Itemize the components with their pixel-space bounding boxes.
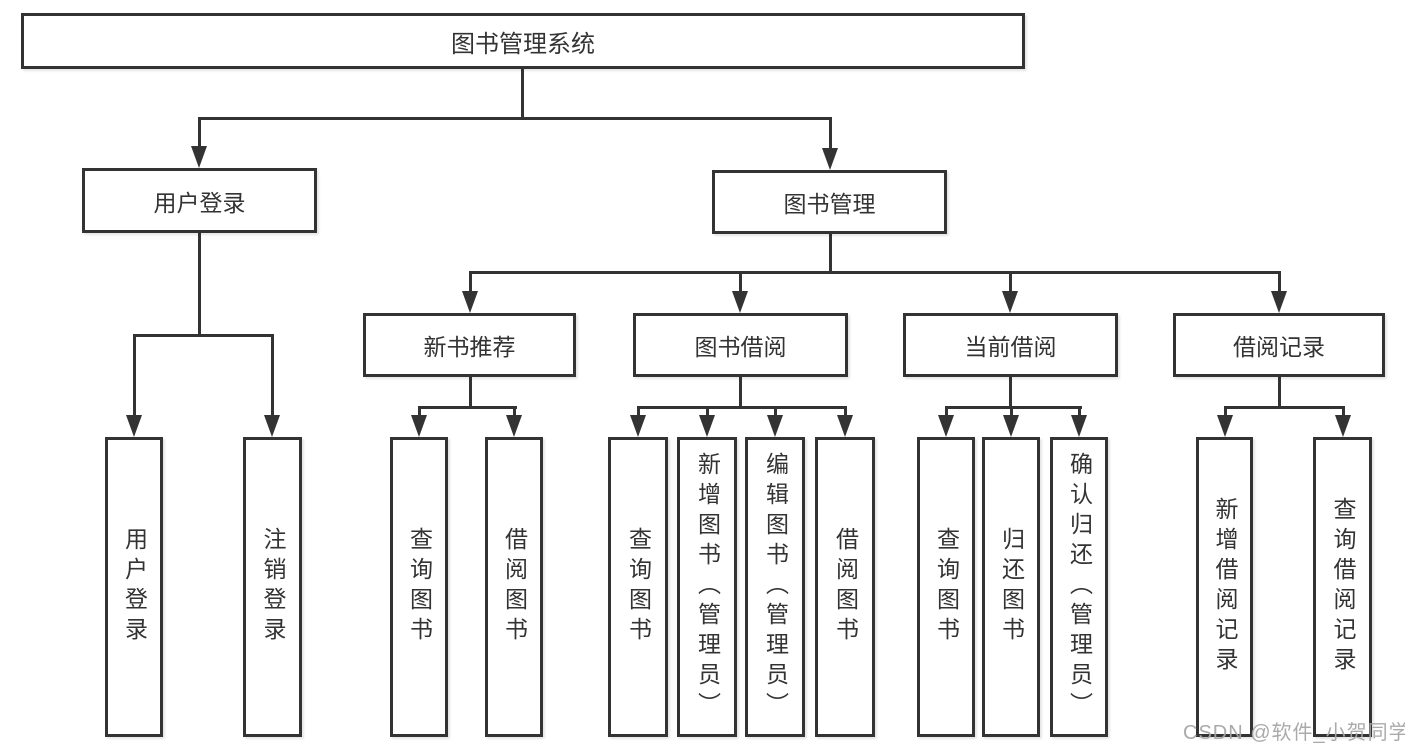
node-book-management: 图书管理 (712, 170, 947, 234)
leaf-label: 注销登录 (260, 527, 286, 647)
leaf-logout: 注销登录 (243, 437, 302, 737)
leaf-user-login: 用户登录 (105, 437, 163, 737)
connector-segment (271, 334, 274, 417)
leaf-borrow-books-newbook: 借阅图书 (485, 437, 543, 737)
node-label: 用户登录 (153, 189, 246, 216)
leaf-add-borrow-record: 新增借阅记录 (1196, 437, 1253, 737)
arrowhead (699, 415, 715, 437)
arrowhead (732, 291, 748, 313)
node-label: 新书推荐 (423, 334, 516, 360)
leaf-query-books-current: 查询图书 (917, 437, 975, 737)
connector-segment (1078, 406, 1081, 419)
arrowhead (767, 415, 783, 437)
node-label: 借阅记录 (1233, 334, 1325, 360)
node-root-system: 图书管理系统 (21, 13, 1025, 69)
arrowhead (1217, 415, 1233, 437)
connector-segment (1010, 406, 1013, 419)
leaf-return-books: 归还图书 (982, 437, 1040, 737)
arrowhead (938, 415, 954, 437)
connector-segment (945, 406, 1082, 409)
connector-segment (1278, 271, 1281, 293)
leaf-label: 新增借阅记录 (1212, 497, 1238, 677)
leaf-query-borrow-record: 查询借阅记录 (1313, 437, 1372, 737)
connector-segment (418, 406, 421, 419)
arrowhead (1071, 415, 1087, 437)
connector-segment (133, 334, 136, 417)
connector-segment (513, 406, 516, 419)
connector-segment (469, 271, 1281, 274)
leaf-edit-book-admin: 编辑图书（管理员） (745, 437, 805, 737)
watermark: CSDN @软件_小贺同学 (1183, 722, 1405, 744)
arrowhead (837, 415, 853, 437)
node-new-book-recommend: 新书推荐 (363, 313, 576, 377)
arrowhead (1002, 291, 1018, 313)
leaf-label: 借阅图书 (832, 527, 859, 647)
leaf-query-books-borrow: 查询图书 (608, 437, 668, 737)
arrowhead (1335, 415, 1351, 437)
leaf-query-books-newbook: 查询图书 (390, 437, 448, 737)
node-book-borrow: 图书借阅 (633, 313, 848, 377)
connector-segment (469, 377, 472, 409)
arrowhead (506, 415, 522, 437)
leaf-label: 查询借阅记录 (1330, 497, 1356, 677)
connector-segment (1224, 406, 1345, 409)
leaf-label: 查询图书 (933, 527, 960, 647)
connector-segment (418, 406, 517, 409)
connector-segment (637, 406, 847, 409)
leaf-label: 用户登录 (121, 527, 148, 647)
node-label: 图书管理系统 (451, 30, 595, 58)
connector-segment (1342, 406, 1345, 419)
arrowhead (191, 146, 207, 168)
connector-segment (469, 271, 472, 293)
arrowhead (264, 415, 280, 437)
arrowhead (1271, 291, 1287, 313)
leaf-label: 借阅图书 (501, 527, 528, 647)
connector-segment (706, 406, 709, 419)
node-label: 当前借阅 (964, 334, 1057, 360)
node-user-login: 用户登录 (82, 168, 317, 233)
connector-segment (829, 117, 832, 150)
leaf-label: 归还图书 (998, 527, 1025, 647)
arrowhead (822, 148, 838, 170)
connector-segment (198, 117, 201, 148)
connector-segment (844, 406, 847, 419)
leaf-label: 确认归还（管理员） (1066, 452, 1093, 722)
connector-segment (829, 234, 832, 273)
arrowhead (1003, 415, 1019, 437)
leaf-confirm-return-admin: 确认归还（管理员） (1050, 437, 1108, 737)
node-current-borrow: 当前借阅 (903, 313, 1118, 377)
arrowhead (411, 415, 427, 437)
connector-segment (1009, 377, 1012, 409)
connector-segment (945, 406, 948, 419)
arrowhead (462, 291, 478, 313)
connector-segment (198, 117, 832, 120)
connector-segment (133, 334, 274, 337)
connector-segment (521, 69, 524, 119)
node-label: 图书管理 (783, 191, 876, 217)
connector-segment (774, 406, 777, 419)
connector-segment (1278, 377, 1281, 409)
node-label: 图书借阅 (694, 334, 787, 360)
arrowhead (126, 415, 142, 437)
leaf-label: 查询图书 (625, 527, 652, 647)
leaf-borrow-books-borrow: 借阅图书 (815, 437, 875, 737)
arrowhead (630, 415, 646, 437)
leaf-label: 查询图书 (406, 527, 433, 647)
leaf-label: 新增图书（管理员） (694, 452, 721, 722)
connector-segment (637, 406, 640, 419)
leaf-add-book-admin: 新增图书（管理员） (677, 437, 737, 737)
node-borrow-records: 借阅记录 (1173, 313, 1385, 377)
connector-segment (1009, 271, 1012, 293)
connector-segment (1224, 406, 1227, 419)
connector-segment (198, 233, 201, 336)
leaf-label: 编辑图书（管理员） (762, 452, 789, 722)
connector-segment (739, 271, 742, 293)
connector-segment (739, 377, 742, 409)
